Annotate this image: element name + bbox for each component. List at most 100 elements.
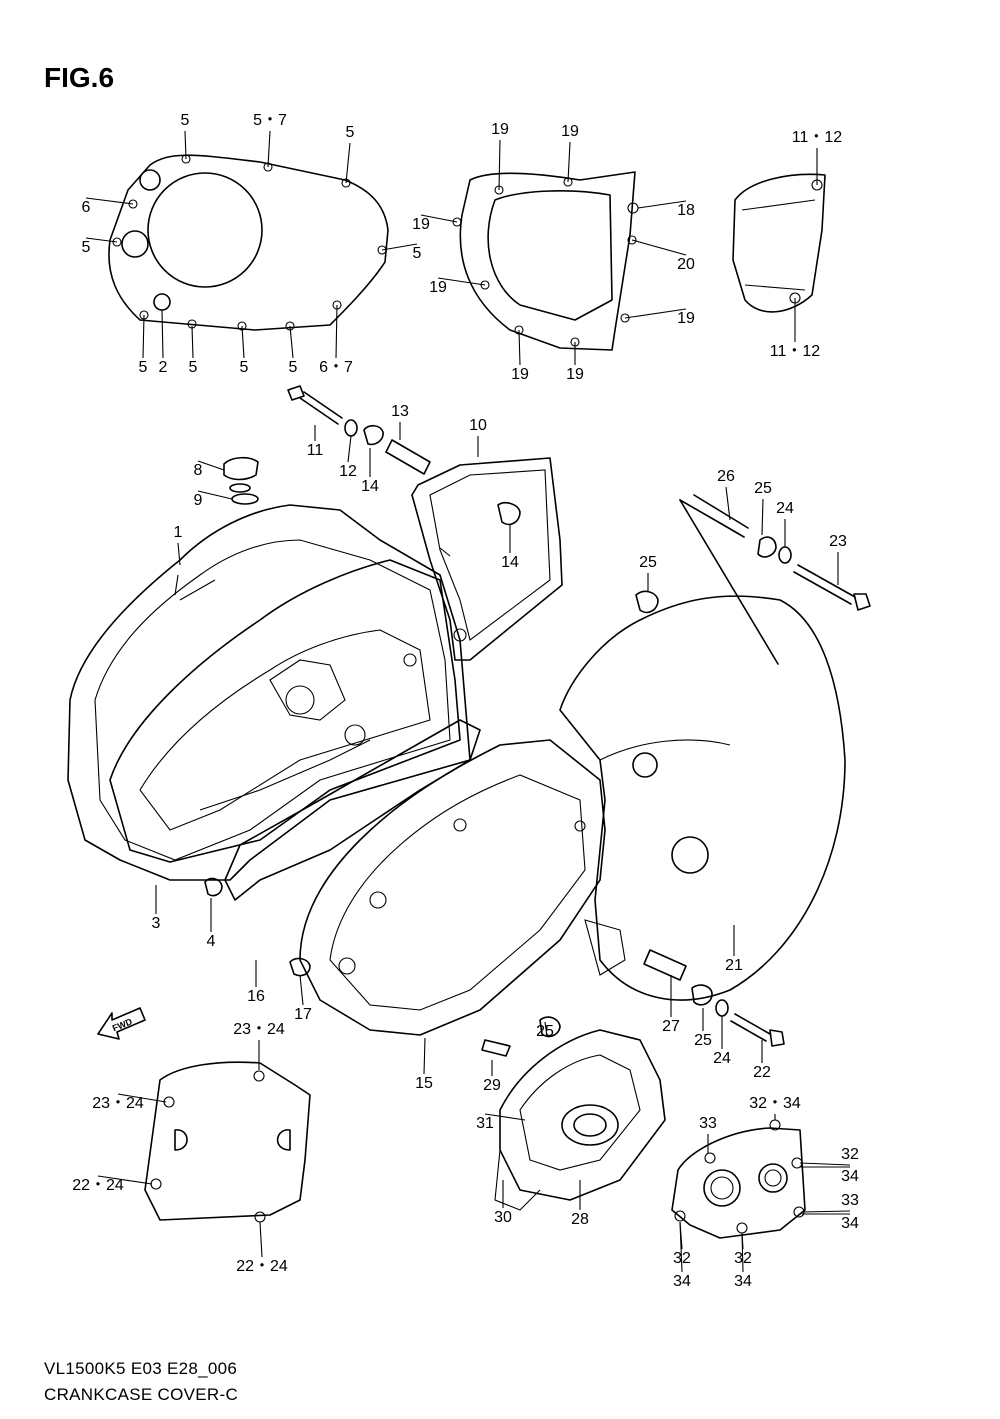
right-bolt-set <box>635 536 871 614</box>
callout-number: 3 <box>152 915 161 932</box>
leader-line <box>289 325 294 359</box>
callout-number: 13 <box>391 403 409 420</box>
oil-pump-housing <box>494 1029 666 1211</box>
leader-line <box>624 308 687 319</box>
leader-line <box>420 214 458 223</box>
leader-lines <box>85 130 851 1273</box>
leader-line <box>345 142 351 184</box>
callout-number: 5 <box>82 239 91 256</box>
leader-line <box>117 1093 167 1103</box>
callout-number: 18 <box>677 202 695 219</box>
callout-number: 5 <box>240 359 249 376</box>
callout-number: 5 <box>139 359 148 376</box>
forward-direction-arrow: FWD <box>97 1007 146 1040</box>
callout-number: 23・24 <box>233 1021 285 1038</box>
figure-title: FIG.6 <box>44 62 115 93</box>
callout-number: 10 <box>469 417 487 434</box>
lower-left-cover <box>144 1061 311 1223</box>
small-side-cover <box>732 173 826 313</box>
callout-number: 34 <box>841 1168 859 1185</box>
leader-line <box>725 486 731 521</box>
callout-number: 5 <box>181 112 190 129</box>
callout-number: 33 <box>841 1192 859 1209</box>
leader-line <box>679 1221 683 1273</box>
leader-line <box>299 974 304 1006</box>
callout-number: 17 <box>294 1006 312 1023</box>
callout-number: 25 <box>754 480 772 497</box>
generator-cover <box>452 171 639 351</box>
callout-number: 22・24 <box>236 1258 288 1275</box>
leader-line <box>741 1232 744 1273</box>
callout-number: 15 <box>415 1075 433 1092</box>
leader-line <box>761 498 764 536</box>
leader-line <box>801 1210 851 1213</box>
oil-filler-cap <box>223 456 259 505</box>
leader-line <box>197 460 225 471</box>
leader-line <box>423 1037 426 1075</box>
callout-number: 25 <box>536 1023 554 1040</box>
leader-line <box>335 304 338 359</box>
leader-line <box>177 542 181 566</box>
callout-number: 19 <box>412 216 430 233</box>
callout-number: 5 <box>189 359 198 376</box>
callout-number: 19 <box>566 366 584 383</box>
callout-number: 2 <box>159 359 168 376</box>
callout-number: 5 <box>346 124 355 141</box>
callout-number: 4 <box>207 933 216 950</box>
bolt-spacer-set <box>287 385 521 526</box>
callout-number: 34 <box>734 1273 752 1290</box>
leader-line <box>544 1021 548 1037</box>
callout-number: 11・12 <box>770 343 821 360</box>
leader-line <box>631 239 687 256</box>
leader-line <box>142 314 145 359</box>
callout-number: 29 <box>483 1077 501 1094</box>
callout-number: 19 <box>429 279 447 296</box>
callout-number: 1 <box>174 524 183 541</box>
callout-number: 31 <box>476 1115 494 1132</box>
callout-number: 11 <box>307 442 324 459</box>
leader-line <box>381 243 418 251</box>
callout-number: 5 <box>413 245 422 262</box>
callout-number: 30 <box>494 1209 512 1226</box>
leader-line <box>484 1113 526 1121</box>
leader-line <box>241 325 245 359</box>
leader-line <box>197 490 233 500</box>
callout-number: 14 <box>361 478 379 495</box>
leader-line <box>85 197 134 205</box>
footer-part-name: CRANKCASE COVER-C <box>44 1385 239 1404</box>
callout-number: 9 <box>194 492 203 509</box>
callout-number: 23 <box>829 533 847 550</box>
callout-number: 22 <box>753 1064 771 1081</box>
callout-number: 34 <box>841 1215 859 1232</box>
callout-number: 25 <box>639 554 657 571</box>
pump-cover-plate <box>671 1119 806 1239</box>
callout-number: 26 <box>717 468 735 485</box>
callout-number: 32 <box>734 1250 752 1267</box>
callout-number: 14 <box>501 554 519 571</box>
leader-line <box>97 1175 153 1185</box>
footer-model-code: VL1500K5 E03 E28_006 <box>44 1359 238 1378</box>
callout-number: 8 <box>194 462 203 479</box>
callout-number: 28 <box>571 1211 589 1228</box>
callout-number: 11・12 <box>792 129 843 146</box>
leader-line <box>799 1162 851 1166</box>
callout-number: 6 <box>82 199 91 216</box>
leader-line <box>161 309 164 359</box>
leader-line <box>191 325 194 359</box>
crankcase-cover-assembly <box>67 504 471 897</box>
callout-number: 24 <box>713 1050 731 1067</box>
gasket-and-cover <box>224 719 606 1036</box>
callout-number: 21 <box>725 957 743 974</box>
callout-number: 5・7 <box>253 112 287 129</box>
callout-number: 32 <box>673 1250 691 1267</box>
leader-line <box>259 1221 263 1258</box>
callout-number: 19 <box>511 366 529 383</box>
callout-number: 33 <box>699 1115 717 1132</box>
callout-number: 19 <box>491 121 509 138</box>
callout-number: 6・7 <box>319 359 353 376</box>
leader-line <box>567 141 571 183</box>
cover-bracket <box>411 457 563 661</box>
